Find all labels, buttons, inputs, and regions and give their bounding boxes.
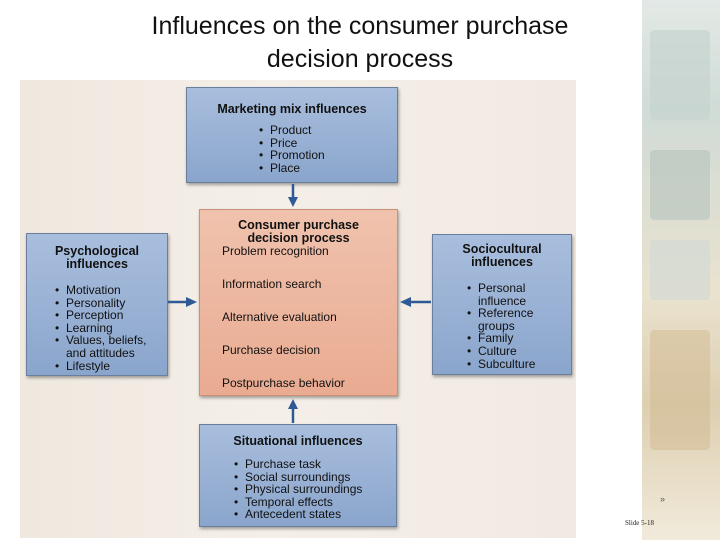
list-item: Temporal effects bbox=[234, 496, 396, 509]
sociocultural-influences-box: Sociocultural influences Personal influe… bbox=[432, 234, 572, 375]
list-item: Physical surroundings bbox=[234, 483, 396, 496]
list-item: Learning bbox=[55, 322, 167, 335]
list-item-continuation: influence bbox=[478, 293, 527, 308]
psychological-heading-line1: Psychological bbox=[54, 244, 140, 258]
process-step-postpurchase-behavior: Postpurchase behavior bbox=[222, 376, 345, 390]
consumer-process-heading-line2: decision process bbox=[247, 231, 350, 245]
process-step-alternative-evaluation: Alternative evaluation bbox=[222, 310, 337, 324]
sociocultural-heading-line1: Sociocultural bbox=[462, 242, 542, 256]
marketing-mix-list: Product Price Promotion Place bbox=[259, 124, 397, 174]
consumer-process-heading: Consumer purchase decision process bbox=[200, 219, 397, 245]
situational-heading: Situational influences bbox=[233, 434, 363, 448]
list-item: Values, beliefs, bbox=[55, 334, 167, 347]
process-step-problem-recognition: Problem recognition bbox=[222, 244, 329, 258]
arrow-up-icon bbox=[288, 399, 298, 423]
psychological-heading: Psychological influences bbox=[27, 245, 167, 271]
decorative-strip bbox=[650, 150, 710, 220]
slide-title-line1: Influences on the consumer purchase bbox=[151, 12, 569, 40]
list-item: Product bbox=[259, 124, 397, 137]
process-step-purchase-decision: Purchase decision bbox=[222, 343, 321, 357]
consumer-decision-process-box: Consumer purchase decision process Probl… bbox=[199, 209, 398, 396]
list-item: Social surroundings bbox=[234, 470, 396, 484]
decorative-side-image bbox=[642, 0, 720, 540]
decorative-strip bbox=[650, 30, 710, 120]
list-item: Place bbox=[259, 162, 397, 175]
list-item-continuation: and attitudes bbox=[66, 345, 135, 360]
list-item: Price bbox=[259, 136, 397, 150]
consumer-process-heading-line1: Consumer purchase bbox=[238, 218, 359, 232]
sociocultural-heading: Sociocultural influences bbox=[433, 243, 571, 269]
marketing-mix-box: Marketing mix influences Product Price P… bbox=[186, 87, 398, 183]
slide-title: Influences on the consumer purchase deci… bbox=[60, 10, 660, 76]
situational-list: Purchase task Social surroundings Physic… bbox=[234, 458, 396, 521]
list-item: Reference bbox=[467, 307, 571, 320]
list-item: Motivation bbox=[55, 284, 167, 297]
decorative-strip bbox=[650, 330, 710, 450]
list-item: Perception bbox=[55, 309, 167, 322]
situational-influences-box: Situational influences Purchase task Soc… bbox=[199, 424, 397, 527]
sociocultural-heading-line2: influences bbox=[471, 255, 533, 269]
arrow-down-icon bbox=[288, 184, 298, 207]
arrow-right-icon bbox=[168, 297, 197, 307]
list-item: Subculture bbox=[467, 357, 571, 371]
psychological-influences-box: Psychological influences Motivation Pers… bbox=[26, 233, 168, 376]
list-item: Personality bbox=[55, 296, 167, 310]
psychological-heading-line2: influences bbox=[66, 257, 128, 271]
list-item: Lifestyle bbox=[55, 359, 167, 373]
arrow-left-icon bbox=[400, 297, 431, 307]
marketing-mix-heading: Marketing mix influences bbox=[217, 102, 367, 116]
list-item-continuation: groups bbox=[478, 318, 515, 333]
decorative-strip bbox=[650, 240, 710, 300]
list-item: Culture bbox=[467, 345, 571, 358]
list-item: Promotion bbox=[259, 149, 397, 162]
sociocultural-list: Personal influence Reference groups Fami… bbox=[467, 282, 571, 370]
list-item: Antecedent states bbox=[234, 508, 396, 521]
slide-title-line2: decision process bbox=[266, 45, 454, 73]
list-item: Purchase task bbox=[234, 458, 396, 471]
list-item: Family bbox=[467, 332, 571, 345]
psychological-list: Motivation Personality Perception Learni… bbox=[55, 284, 167, 372]
process-step-information-search: Information search bbox=[222, 277, 322, 291]
list-item: Personal bbox=[467, 282, 571, 295]
footer-mark: » bbox=[660, 494, 666, 504]
slide-number: Slide 5-18 bbox=[625, 519, 654, 527]
